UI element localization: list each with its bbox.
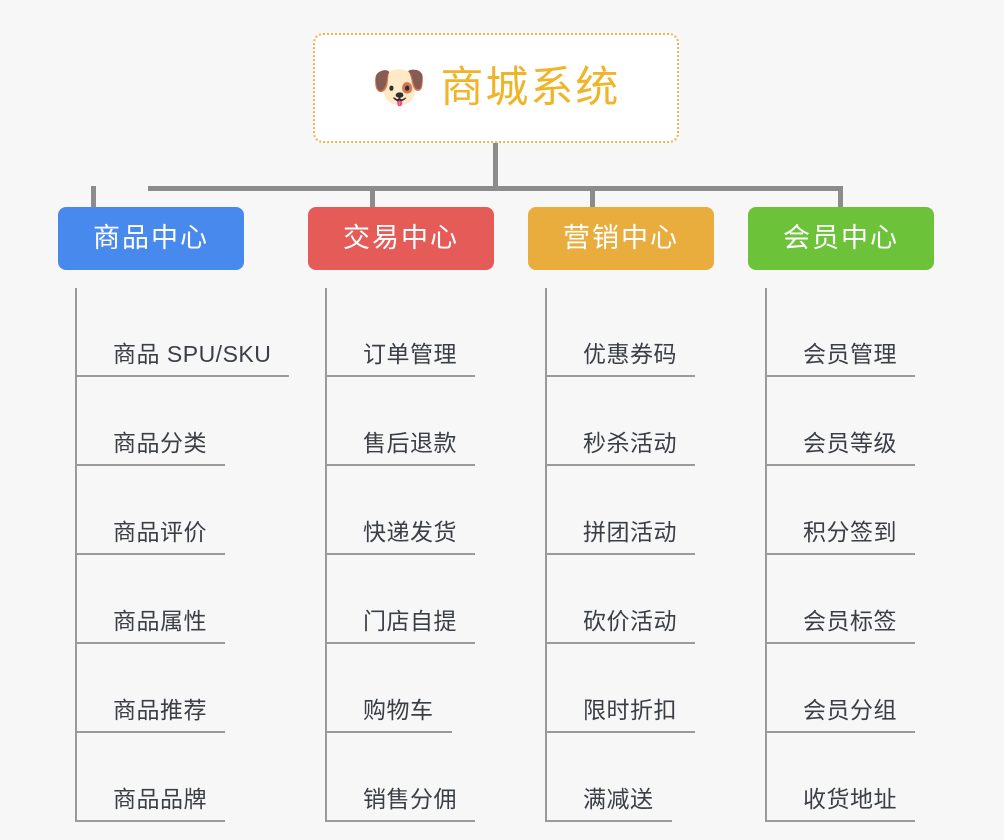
leaf-item-rule (75, 731, 225, 733)
leaf-item-rule (545, 553, 695, 555)
column-header-trade-center[interactable]: 交易中心 (308, 207, 494, 270)
leaf-item-label: 快递发货 (363, 519, 457, 545)
leaf-item-rule (75, 464, 225, 466)
column-header-member-center[interactable]: 会员中心 (748, 207, 934, 270)
leaf-item[interactable]: 满减送 (545, 733, 714, 822)
leaf-item-label: 会员标签 (803, 608, 897, 634)
connector-drop-trade-center (370, 186, 375, 209)
leaf-item-label: 商品品牌 (113, 786, 207, 812)
leaf-item[interactable]: 拼团活动 (545, 466, 714, 555)
leaf-item-rule (765, 731, 915, 733)
connector-drop-marketing-center (590, 186, 595, 209)
column-member-center: 会员中心会员管理会员等级积分签到会员标签会员分组收货地址 (748, 207, 934, 822)
leaf-item-label: 砍价活动 (583, 608, 677, 634)
column-body-trade-center: 订单管理售后退款快递发货门店自提购物车销售分佣 (325, 288, 494, 822)
leaf-item-label: 拼团活动 (583, 519, 677, 545)
leaf-item-label: 会员分组 (803, 697, 897, 723)
leaf-item-label: 门店自提 (363, 608, 457, 634)
leaf-item[interactable]: 商品分类 (75, 377, 244, 466)
leaf-item-label: 商品属性 (113, 608, 207, 634)
leaf-item-rule (325, 820, 475, 822)
leaf-item-label: 积分签到 (803, 519, 897, 545)
column-trade-center: 交易中心订单管理售后退款快递发货门店自提购物车销售分佣 (308, 207, 494, 822)
leaf-item[interactable]: 会员标签 (765, 555, 934, 644)
column-product-center: 商品中心商品 SPU/SKU 商品分类商品评价商品属性商品推荐商品品牌 (58, 207, 289, 822)
leaf-item-rule (765, 642, 915, 644)
leaf-item-rule (765, 375, 915, 377)
leaf-item[interactable]: 购物车 (325, 644, 494, 733)
leaf-item[interactable]: 销售分佣 (325, 733, 494, 822)
leaf-item-label: 优惠券码 (583, 341, 677, 367)
leaf-item-rule (325, 553, 475, 555)
leaf-item-rule (75, 642, 225, 644)
leaf-item-rule (545, 642, 695, 644)
connector-drop-product-center (91, 186, 96, 209)
leaf-item-rule (75, 553, 225, 555)
dog-face-icon: 🐶 (371, 63, 427, 112)
leaf-item-label: 商品评价 (113, 519, 207, 545)
leaf-item-label: 商品推荐 (113, 697, 207, 723)
leaf-item-label: 商品 SPU/SKU (113, 341, 272, 367)
connector-bus (148, 186, 838, 191)
leaf-item[interactable]: 收货地址 (765, 733, 934, 822)
column-header-product-center[interactable]: 商品中心 (58, 207, 244, 270)
leaf-item-label: 会员管理 (803, 341, 897, 367)
leaf-item[interactable]: 快递发货 (325, 466, 494, 555)
leaf-item-label: 订单管理 (363, 341, 457, 367)
leaf-item-label: 收货地址 (803, 786, 897, 812)
leaf-item[interactable]: 订单管理 (325, 288, 494, 377)
leaf-item[interactable]: 积分签到 (765, 466, 934, 555)
column-body-marketing-center: 优惠券码秒杀活动拼团活动砍价活动限时折扣满减送 (545, 288, 714, 822)
leaf-item[interactable]: 商品品牌 (75, 733, 244, 822)
leaf-item-label: 商品分类 (113, 430, 207, 456)
leaf-item[interactable]: 商品 SPU/SKU (75, 288, 289, 377)
leaf-item-label: 秒杀活动 (583, 430, 677, 456)
leaf-item[interactable]: 优惠券码 (545, 288, 714, 377)
leaf-item[interactable]: 限时折扣 (545, 644, 714, 733)
leaf-item-rule (765, 464, 915, 466)
leaf-item[interactable]: 门店自提 (325, 555, 494, 644)
leaf-item-rule (545, 820, 672, 822)
leaf-item[interactable]: 会员等级 (765, 377, 934, 466)
connector-root-stub (493, 143, 498, 189)
connector-drop-member-center (838, 186, 843, 209)
leaf-item[interactable]: 售后退款 (325, 377, 494, 466)
column-body-member-center: 会员管理会员等级积分签到会员标签会员分组收货地址 (765, 288, 934, 822)
leaf-item[interactable]: 会员分组 (765, 644, 934, 733)
leaf-item-rule (75, 820, 225, 822)
leaf-item[interactable]: 商品推荐 (75, 644, 244, 733)
leaf-item-label: 满减送 (583, 786, 654, 812)
root-node[interactable]: 🐶 商城系统 (313, 33, 679, 143)
root-title: 商城系统 (440, 63, 621, 112)
leaf-item-rule (325, 464, 475, 466)
column-body-product-center: 商品 SPU/SKU 商品分类商品评价商品属性商品推荐商品品牌 (75, 288, 289, 822)
column-header-marketing-center[interactable]: 营销中心 (528, 207, 714, 270)
leaf-item[interactable]: 砍价活动 (545, 555, 714, 644)
leaf-item-label: 限时折扣 (583, 697, 677, 723)
leaf-item-rule (545, 375, 695, 377)
leaf-item-rule (325, 375, 475, 377)
leaf-item-rule (545, 731, 695, 733)
leaf-item[interactable]: 秒杀活动 (545, 377, 714, 466)
leaf-item-label: 售后退款 (363, 430, 457, 456)
column-marketing-center: 营销中心优惠券码秒杀活动拼团活动砍价活动限时折扣满减送 (528, 207, 714, 822)
leaf-item[interactable]: 商品评价 (75, 466, 244, 555)
leaf-item[interactable]: 商品属性 (75, 555, 244, 644)
leaf-item-rule (75, 375, 289, 377)
leaf-item-label: 销售分佣 (363, 786, 457, 812)
leaf-item-rule (325, 731, 452, 733)
leaf-item-rule (765, 553, 915, 555)
leaf-item-label: 会员等级 (803, 430, 897, 456)
leaf-item-rule (765, 820, 915, 822)
leaf-item-label: 购物车 (363, 697, 434, 723)
leaf-item-rule (545, 464, 695, 466)
leaf-item[interactable]: 会员管理 (765, 288, 934, 377)
leaf-item-rule (325, 642, 475, 644)
